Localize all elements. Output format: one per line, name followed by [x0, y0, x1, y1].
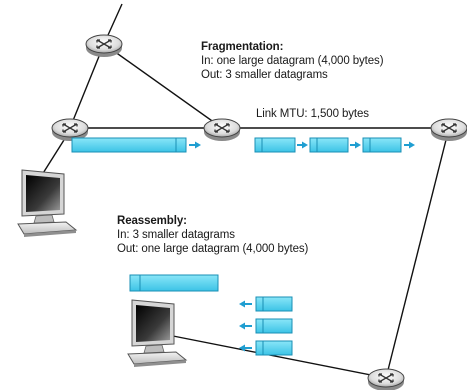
arrow-icon: [239, 322, 252, 330]
fragment-datagram: [255, 340, 293, 356]
arrow-icon: [239, 344, 252, 352]
router-icon: [51, 118, 89, 141]
link-bottom-computer: [167, 334, 387, 379]
arrow-icon: [350, 141, 361, 149]
fragment-datagram: [255, 318, 293, 334]
fragmentation-title: Fragmentation:: [201, 41, 284, 53]
fragmentation-in-text: In: one large datagram (4,000 bytes): [201, 55, 384, 67]
link-top-mid: [103, 43, 223, 129]
reassembled-datagram: [129, 274, 219, 292]
large-datagram: [71, 137, 187, 153]
fragmentation-out-text: Out: 3 smaller datagrams: [201, 69, 328, 81]
fragment-datagram: [255, 296, 293, 312]
router-icon: [203, 118, 241, 141]
reassembly-in-text: In: 3 smaller datagrams: [117, 229, 235, 241]
desktop-computer-icon: [127, 299, 188, 367]
link-mtu-label: Link MTU: 1,500 bytes: [256, 108, 369, 120]
reassembly-title: Reassembly:: [117, 215, 187, 227]
link-right-bottom: [385, 127, 450, 379]
arrow-icon: [404, 141, 415, 149]
links: [39, 3, 450, 379]
fragment-datagram: [254, 137, 296, 153]
link-top-left: [69, 43, 105, 129]
router-icon: [85, 34, 123, 57]
reassembly-out-text: Out: one large datagram (4,000 bytes): [117, 243, 309, 255]
arrow-icon: [189, 141, 201, 149]
fragment-datagram: [362, 137, 402, 153]
arrow-icon: [239, 300, 252, 308]
desktop-computer-icon: [17, 169, 78, 237]
router-icon: [430, 118, 467, 141]
arrow-icon: [297, 141, 308, 149]
fragment-datagram: [309, 137, 349, 153]
router-icon: [367, 368, 405, 390]
